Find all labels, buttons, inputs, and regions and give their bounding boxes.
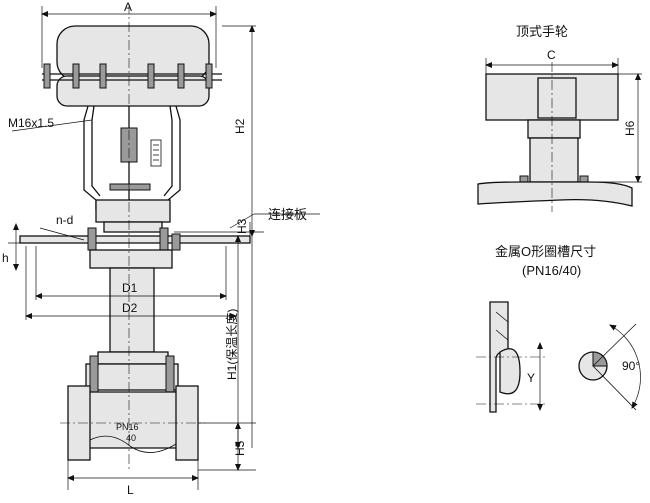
dim-d1-label: D1 bbox=[122, 281, 138, 295]
dim-h6-label: H6 bbox=[623, 120, 637, 136]
dim-h-label: h bbox=[2, 251, 9, 265]
top-handwheel-title: 顶式手轮 bbox=[516, 24, 568, 39]
nominal-40-label: 40 bbox=[126, 433, 136, 443]
diaphragm-bolts bbox=[43, 63, 213, 89]
diaphragm-lower-cover bbox=[56, 75, 210, 107]
connecting-plate bbox=[19, 235, 251, 244]
dim-h1-label: H1(保温长度) bbox=[224, 309, 239, 380]
pn16-label: PN16 bbox=[116, 422, 139, 432]
dim-c-label: C bbox=[547, 48, 556, 62]
connecting-plate-label: 连接板 bbox=[268, 207, 307, 222]
oring-groove-pn: (PN16/40) bbox=[522, 263, 581, 278]
dim-a-label: A bbox=[124, 0, 132, 14]
diaphragm-upper-cover bbox=[56, 25, 210, 81]
top-handwheel-view: 顶式手轮 C H6 bbox=[477, 24, 642, 212]
dim-h2-label: H2 bbox=[233, 118, 247, 134]
angle-90-label: 90° bbox=[622, 359, 640, 373]
dim-d2-label: D2 bbox=[122, 301, 138, 315]
main-dimensions: A H2 H1(保温长度) H5 L D1 D2 h H3 M16x1.5 n-… bbox=[2, 0, 320, 497]
yoke bbox=[83, 105, 181, 233]
travel-indicator bbox=[150, 139, 162, 167]
dim-l-label: L bbox=[127, 483, 134, 497]
dim-y-label: Y bbox=[527, 371, 535, 385]
main-valve-view bbox=[19, 4, 251, 472]
oring-groove-title: 金属O形圈槽尺寸 bbox=[495, 244, 596, 259]
oring-groove-view: 金属O形圈槽尺寸 (PN16/40) Y 90° bbox=[476, 244, 641, 413]
dim-h3-label: H3 bbox=[235, 218, 249, 234]
handwheel-base bbox=[477, 181, 633, 207]
dim-h5-label: H5 bbox=[233, 440, 247, 456]
thread-spec-label: M16x1.5 bbox=[8, 116, 54, 130]
body-bonnet-flange bbox=[85, 363, 179, 391]
bolt-holes-label: n-d bbox=[56, 213, 73, 227]
bonnet-flange bbox=[89, 249, 173, 269]
extension-bonnet bbox=[109, 267, 155, 353]
